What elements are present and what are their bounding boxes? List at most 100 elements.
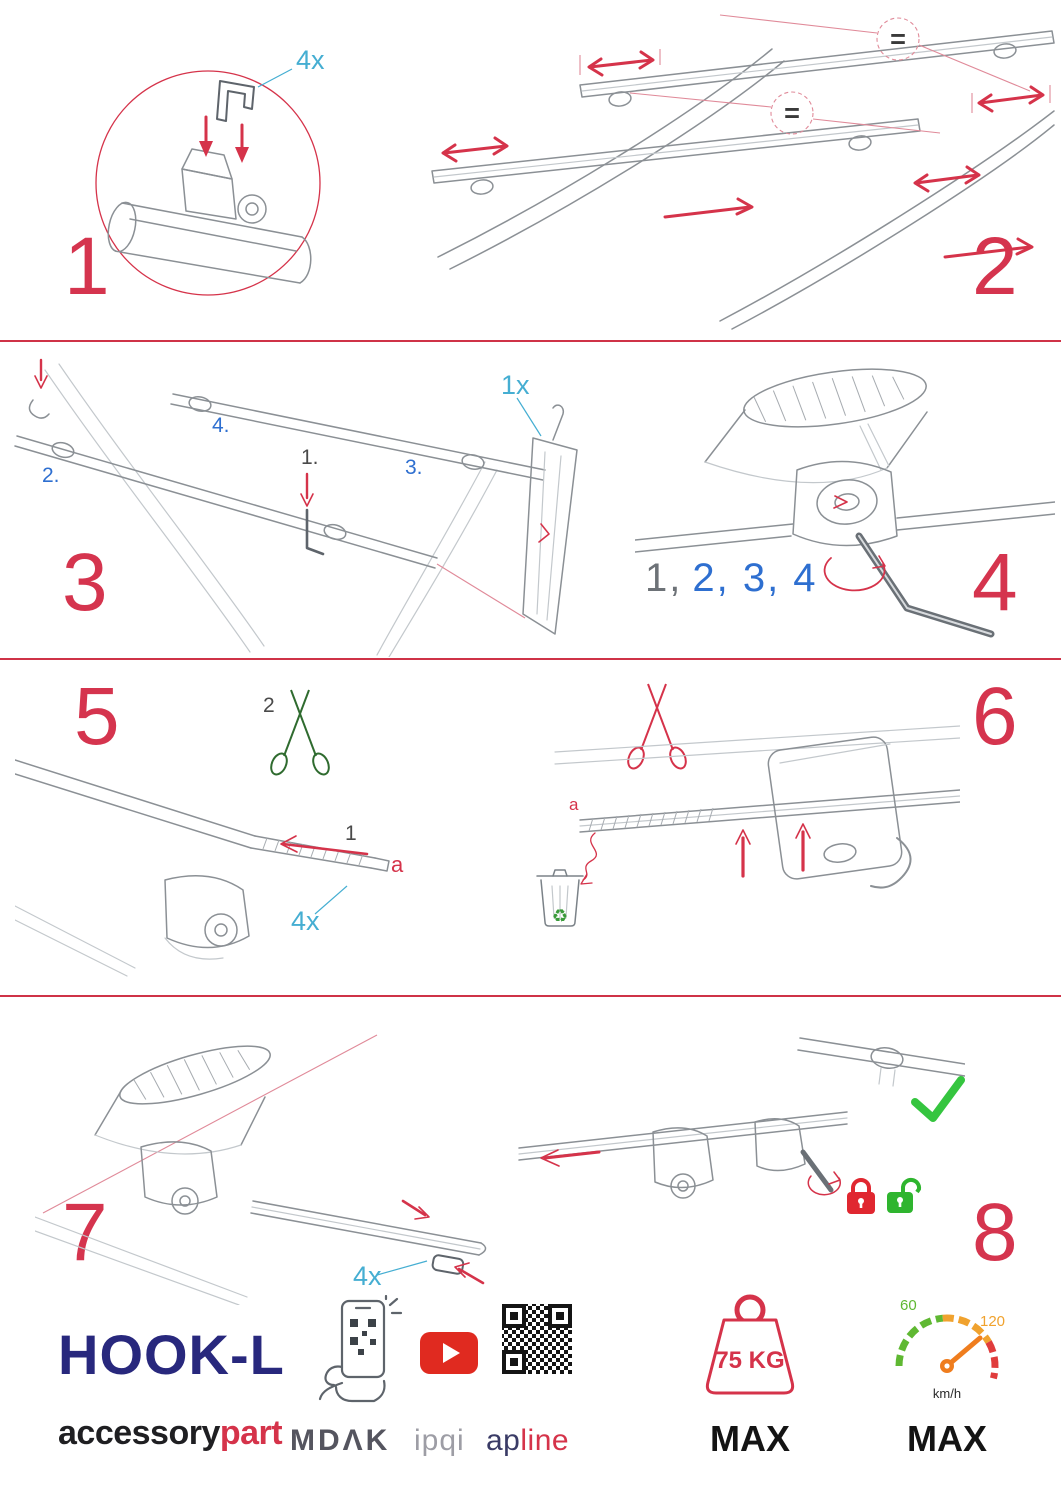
weight-max-label: MAX xyxy=(710,1418,790,1459)
equal-leader-lines xyxy=(579,14,1051,134)
logo-apline-first: ap xyxy=(486,1424,521,1457)
hook-bracket xyxy=(767,736,912,889)
crossbar xyxy=(518,1111,848,1161)
phone-scan-icon xyxy=(318,1295,403,1403)
bar-body xyxy=(704,409,928,484)
roof-rails xyxy=(437,48,1055,330)
brand-first: accessory xyxy=(58,1414,220,1452)
logo-ipqi: ipqi xyxy=(414,1424,465,1457)
locked-padlock-icon xyxy=(847,1178,875,1214)
bracket-piece xyxy=(216,80,255,122)
unlocked-padlock-icon xyxy=(887,1177,922,1213)
bar-underside xyxy=(250,1200,487,1256)
qty-label: 1x xyxy=(501,370,530,400)
step-number-8: 8 xyxy=(972,1187,1018,1278)
qty-label: 4x xyxy=(353,1261,382,1291)
crossbars xyxy=(431,30,1055,195)
figure-step5-cut-strap: 2 1 a 4x xyxy=(15,689,404,977)
scissors-icon xyxy=(270,689,330,776)
figure-step3-assembly-order: 2. 4. 1. 3. 1x xyxy=(14,358,578,657)
gauge-unit-label: km/h xyxy=(933,1386,961,1401)
detail-circle xyxy=(95,70,321,296)
bar-with-strap xyxy=(579,789,960,833)
insert-arrows xyxy=(199,115,249,163)
speedometer-icon: 60 120 km/h xyxy=(895,1297,1005,1401)
detail-leader xyxy=(436,563,526,619)
clamp-a xyxy=(652,1127,714,1199)
weight-icon: 75 KG xyxy=(705,1294,795,1395)
equal-badge-1: = xyxy=(876,17,920,61)
substep-1: 1. xyxy=(301,446,319,469)
detail-leader xyxy=(42,1034,378,1214)
youtube-icon xyxy=(420,1332,478,1374)
cut-step-two-label: 2 xyxy=(263,694,275,717)
strap-drawing xyxy=(250,835,390,872)
speed-max-label: MAX xyxy=(907,1418,987,1459)
substep-4: 4. xyxy=(212,414,230,437)
play-triangle-icon xyxy=(442,1343,460,1363)
substep-2: 2. xyxy=(42,464,60,487)
logo-apline: apline xyxy=(486,1424,569,1458)
figure-step6-cut-discard: a ♻ xyxy=(536,683,960,927)
clamp-drawing xyxy=(181,148,267,224)
section-divider-3 xyxy=(0,995,1061,997)
bar-body xyxy=(94,1090,266,1155)
trash-bin-icon: ♻ xyxy=(536,869,584,927)
roof-rails xyxy=(44,363,498,657)
figure-step8-lock xyxy=(518,1037,965,1214)
dimension-arrows xyxy=(441,50,1045,259)
crossbars xyxy=(14,393,546,569)
qty-label: 4x xyxy=(296,45,325,75)
qty-leader-line xyxy=(314,885,348,915)
allen-key-icon xyxy=(300,472,325,556)
section-divider-2 xyxy=(0,658,1061,660)
substep-3: 3. xyxy=(405,456,423,479)
strap-a-label: a xyxy=(569,795,579,814)
step4-sequence: 1,2, 3, 4 xyxy=(645,556,818,601)
qty-label: 4x xyxy=(291,906,320,936)
figure-step7-end-caps: 4x xyxy=(35,1034,487,1305)
slide-arrow xyxy=(540,1149,601,1167)
svg-text:=: = xyxy=(890,24,906,54)
step-number-2: 2 xyxy=(972,221,1018,312)
slot-arrow xyxy=(833,495,848,509)
end-cap-piece xyxy=(431,1254,465,1275)
cover-piece xyxy=(522,404,578,635)
equal-badge-2: = xyxy=(770,91,814,135)
qty-leader-line xyxy=(516,397,542,437)
clamp-drawing xyxy=(792,460,898,547)
step-number-6: 6 xyxy=(972,671,1018,762)
qr-code-icon xyxy=(500,1302,574,1376)
product-name: HOOK-L xyxy=(58,1323,285,1386)
step-number-4: 4 xyxy=(972,537,1018,628)
gauge-high-label: 120 xyxy=(980,1313,1005,1330)
figure-step1-clamp-detail: 4x xyxy=(95,45,325,296)
sequence-first: 1, xyxy=(645,556,683,600)
push-up-arrows xyxy=(735,823,811,878)
crossbar-drawing xyxy=(107,201,312,284)
clamp-b xyxy=(754,1118,806,1172)
phone-qr-pixels xyxy=(350,1319,376,1355)
section-divider-1 xyxy=(0,340,1061,342)
brand-logo: accessorypart xyxy=(58,1414,283,1453)
gauge-low-label: 60 xyxy=(900,1297,917,1314)
bar-opening xyxy=(119,1045,271,1105)
roof-rail xyxy=(635,501,1055,553)
step-number-5: 5 xyxy=(74,671,120,762)
qty-leader-line xyxy=(376,1260,428,1276)
step-number-3: 3 xyxy=(62,537,108,628)
logo-mdak: MDΛK xyxy=(290,1424,391,1457)
insert-arrows xyxy=(401,1199,485,1285)
checkmark-icon xyxy=(911,1076,965,1122)
discard-curl xyxy=(580,832,598,885)
brand-second: part xyxy=(219,1414,283,1452)
clamp-drawing xyxy=(164,875,250,960)
weight-value: 75 KG xyxy=(715,1347,784,1374)
clamp-drawing xyxy=(140,1141,218,1215)
figure-step4-tighten xyxy=(635,368,1055,638)
step-number-1: 1 xyxy=(64,221,110,312)
insert-arrow xyxy=(28,358,50,419)
roof-edge xyxy=(554,725,960,765)
qty-leader-line xyxy=(257,68,293,88)
